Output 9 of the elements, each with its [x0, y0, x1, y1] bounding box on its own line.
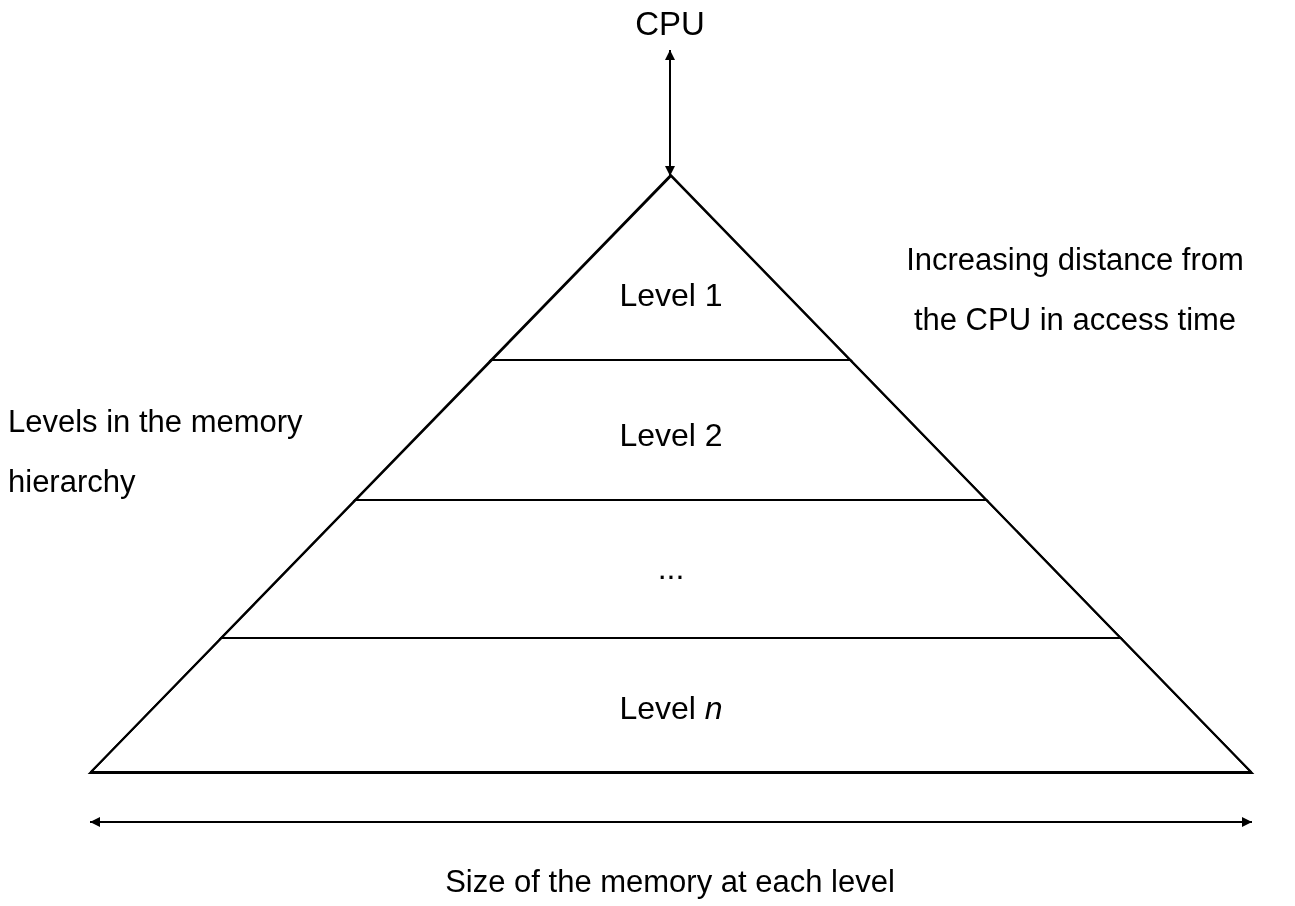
text-label: Increasing distance from the CPU in access time: [905, 241, 1245, 339]
hierarchy-level-band: Level 1: [491, 175, 851, 360]
hierarchy-level-band: Level 2: [355, 360, 987, 500]
arrow: [665, 49, 675, 177]
hierarchy-level-band: Level n: [90, 638, 1252, 773]
cpu-label: CPU: [620, 2, 720, 46]
hierarchy-level-band: ...: [221, 500, 1121, 638]
text-label: Size of the memory at each level: [444, 863, 896, 901]
text-label: Levels in the memory hierarchy: [8, 403, 304, 501]
